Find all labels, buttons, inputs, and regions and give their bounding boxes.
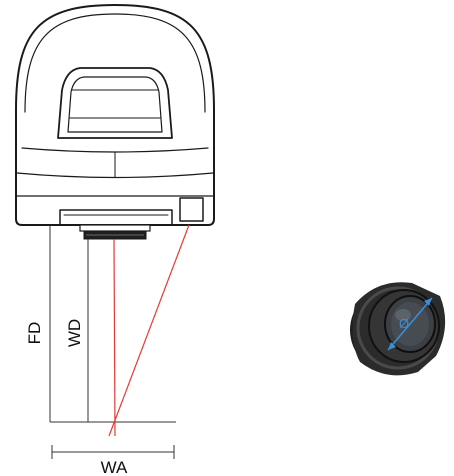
window-inner xyxy=(67,76,163,133)
wd-label: WD xyxy=(65,319,84,347)
diameter-label: Ø xyxy=(399,316,409,331)
indicator-window xyxy=(179,197,204,222)
lens-icon: Ø xyxy=(350,282,446,376)
aiming-beam xyxy=(108,224,190,437)
diameter-marker xyxy=(387,297,433,351)
housing-outline xyxy=(15,4,215,226)
lens-slot xyxy=(59,209,173,226)
lens-barrel xyxy=(79,224,151,240)
window-outer xyxy=(57,67,173,139)
optical-axis-beam xyxy=(113,238,116,437)
beam-lines xyxy=(108,224,190,437)
dimension-lines xyxy=(49,225,176,459)
vision-sensor-icon xyxy=(15,4,215,226)
wa-label: WA xyxy=(101,458,128,476)
housing-inner-line xyxy=(24,13,206,113)
housing-band-line xyxy=(21,147,209,153)
fd-label: FD xyxy=(25,322,44,345)
